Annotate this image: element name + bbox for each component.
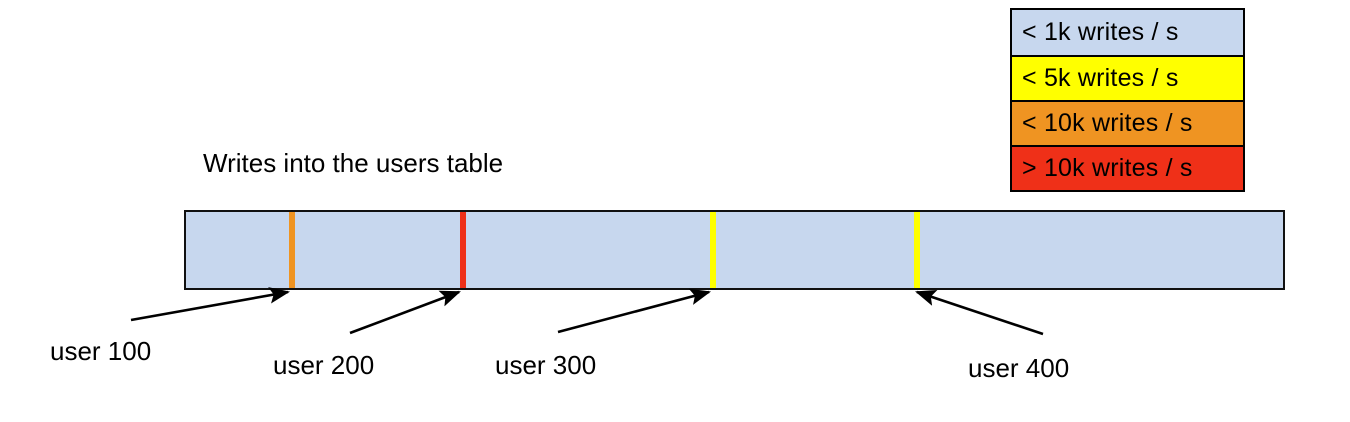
- user-200-marker: [460, 212, 466, 288]
- legend-item-label: < 5k writes / s: [1022, 64, 1179, 92]
- user-200-label: user 200: [273, 350, 375, 380]
- legend-item-label: < 10k writes / s: [1022, 109, 1193, 137]
- user-300-marker: [710, 212, 716, 288]
- user-100-label: user 100: [50, 336, 152, 366]
- legend-item-label: < 1k writes / s: [1022, 18, 1179, 46]
- users-table-bar: [184, 210, 1285, 290]
- legend-item-label: > 10k writes / s: [1022, 154, 1193, 182]
- user-400-marker: [914, 212, 920, 288]
- diagram-caption: Writes into the users table: [203, 148, 504, 178]
- legend-item-under-1k: < 1k writes / s: [1012, 10, 1243, 55]
- legend-item-over-10k: > 10k writes / s: [1012, 145, 1243, 190]
- legend: < 1k writes / s < 5k writes / s < 10k wr…: [1010, 8, 1245, 192]
- user-100-marker: [289, 212, 295, 288]
- legend-item-under-10k: < 10k writes / s: [1012, 100, 1243, 145]
- user-400-label: user 400: [968, 353, 1070, 383]
- user-300-label: user 300: [495, 350, 597, 380]
- legend-item-under-5k: < 5k writes / s: [1012, 55, 1243, 100]
